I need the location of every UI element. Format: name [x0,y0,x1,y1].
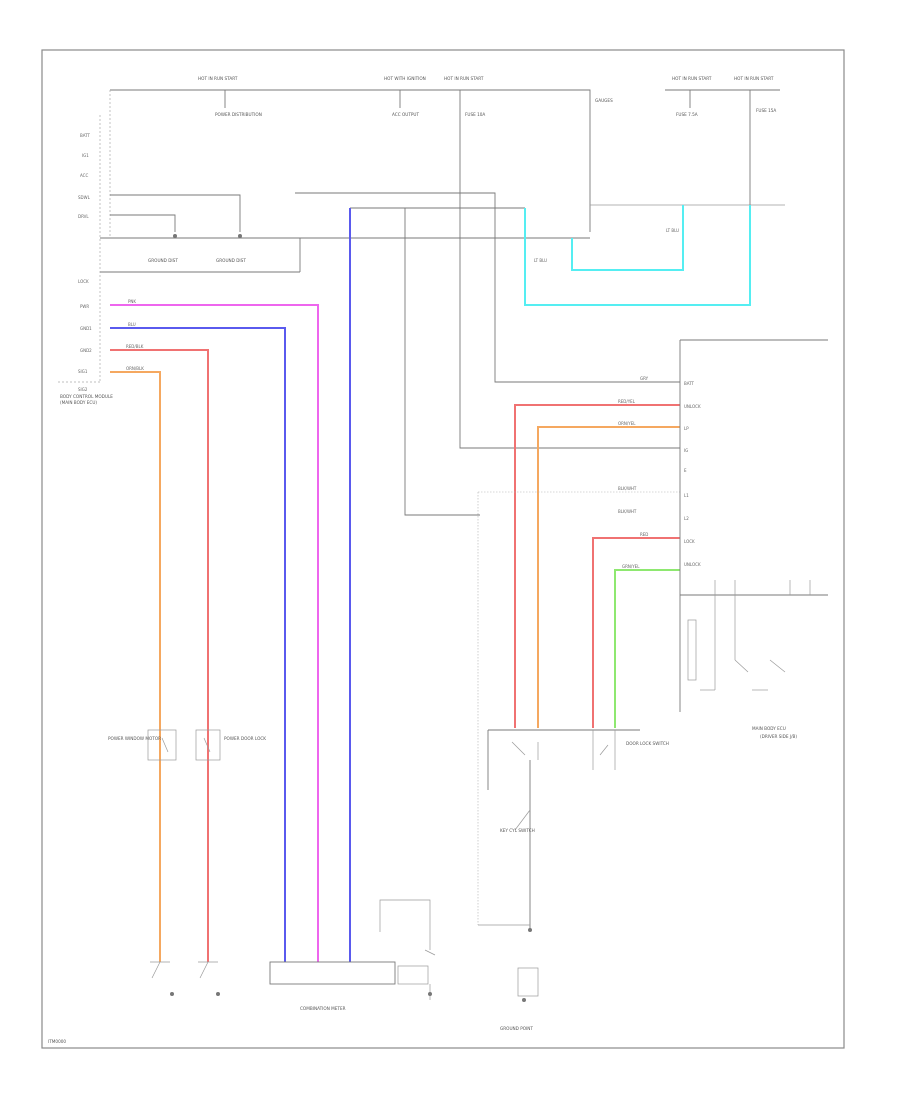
svg-text:IG: IG [684,448,688,453]
bottom-ground-label: GROUND POINT [500,1026,533,1031]
hot-label-5: HOT IN RUN START [734,76,774,81]
ref-label-5: FUSE 15A [756,108,776,113]
svg-text:GND1: GND1 [80,326,92,331]
hot-labels: HOT IN RUN START HOT WITH IGNITION HOT I… [198,76,776,117]
switch-a-label: DOOR LOCK SWITCH [626,741,669,746]
switch-block: DOOR LOCK SWITCH KEY CYL SWITCH [478,729,669,932]
svg-text:IG1: IG1 [82,153,89,158]
motor-a-label: POWER WINDOW MOTOR [108,736,161,741]
svg-text:LT BLU: LT BLU [666,228,679,233]
splice-2 [238,234,242,238]
svg-text:ORN/BLK: ORN/BLK [126,366,144,371]
hot-label-4: HOT IN RUN START [672,76,712,81]
svg-text:BLK/WHT: BLK/WHT [618,486,637,491]
svg-text:RED: RED [640,532,648,537]
ecu-label: MAIN BODY ECU [752,726,786,731]
wire-cyan [524,205,751,306]
ref-label-2: ACC OUTPUT [392,112,419,117]
svg-text:PNK: PNK [128,299,136,304]
splice-1 [173,234,177,238]
svg-text:PWR: PWR [80,304,89,309]
wire-orange-right [537,426,680,728]
wire-pink [110,304,319,962]
gauges-label: GAUGES [595,98,613,103]
switch-b-label: KEY CYL SWITCH [500,828,535,833]
svg-text:SDWL: SDWL [78,195,91,200]
svg-text:UNLOCK: UNLOCK [684,404,701,409]
left-switch-pair: POWER WINDOW MOTOR POWER DOOR LOCK [108,729,266,761]
wire-red-left [110,349,209,962]
combination-meter: COMBINATION METER [269,899,436,1011]
svg-text:ORN/YEL: ORN/YEL [618,421,636,426]
bottom-switches [150,961,220,996]
svg-text:GRY: GRY [640,376,649,381]
wire-blue [110,208,351,962]
svg-text:LT BLU: LT BLU [534,258,547,263]
svg-text:BATT: BATT [684,381,695,386]
left-pin-labels: BATT IG1 ACC SDWL DRVL LOCK PWR GND1 GND… [78,133,92,392]
footer-code: ITM0000 [48,1039,66,1044]
svg-text:UNLOCK: UNLOCK [684,562,701,567]
svg-text:L1: L1 [684,493,689,498]
svg-text:GND2: GND2 [80,348,92,353]
left-module: BATT IG1 ACC SDWL DRVL LOCK PWR GND1 GND… [58,115,246,405]
svg-text:RED/BLK: RED/BLK [126,344,144,349]
svg-text:L2: L2 [684,516,689,521]
svg-text:DRVL: DRVL [78,214,89,219]
svg-text:BATT: BATT [80,133,91,138]
ground-label-b: GROUND DIST [216,258,246,263]
right-pin-labels: BATT UNLOCK LP IG E L1 L2 LOCK UNLOCK [684,381,701,567]
hot-label-3: HOT IN RUN START [444,76,484,81]
power-bus [100,89,785,516]
wire-labels: PNK BLU RED/BLK ORN/BLK RED/YEL ORN/YEL … [126,228,679,569]
ref-label-4: FUSE 7.5A [676,112,698,117]
svg-text:BLU: BLU [128,322,136,327]
hot-label-1: HOT IN RUN START [198,76,238,81]
ecu-sublabel: (DRIVER SIDE J/B) [760,734,797,739]
svg-text:ACC: ACC [80,173,88,178]
right-ecu: BATT UNLOCK LP IG E L1 L2 LOCK UNLOCK MA… [679,339,828,739]
wire-green [614,569,680,728]
svg-text:SIG1: SIG1 [78,369,88,374]
svg-text:E: E [684,468,687,473]
left-module-label-a: BODY CONTROL MODULE [60,394,113,399]
svg-text:SIG2: SIG2 [78,387,88,392]
bottom-ground: GROUND POINT [500,967,539,1031]
ground-label-a: GROUND DIST [148,258,178,263]
svg-text:RED/YEL: RED/YEL [618,399,636,404]
svg-text:BLK/WHT: BLK/WHT [618,509,637,514]
combination-meter-label: COMBINATION METER [300,1006,346,1011]
left-module-label-b: (MAIN BODY ECU) [60,400,97,405]
svg-text:LOCK: LOCK [78,279,89,284]
motor-b-label: POWER DOOR LOCK [224,736,266,741]
ref-label-1: POWER DISTRIBUTION [215,112,262,117]
ref-label-3: FUSE 10A [465,112,485,117]
wire-red-right [514,404,680,728]
hot-label-2: HOT WITH IGNITION [384,76,426,81]
svg-text:GRN/YEL: GRN/YEL [622,564,640,569]
diagram-frame [41,49,845,1049]
wire-orange-left [110,371,161,962]
svg-text:LOCK: LOCK [684,539,695,544]
svg-text:LP: LP [684,426,689,431]
splice-3 [528,928,532,932]
